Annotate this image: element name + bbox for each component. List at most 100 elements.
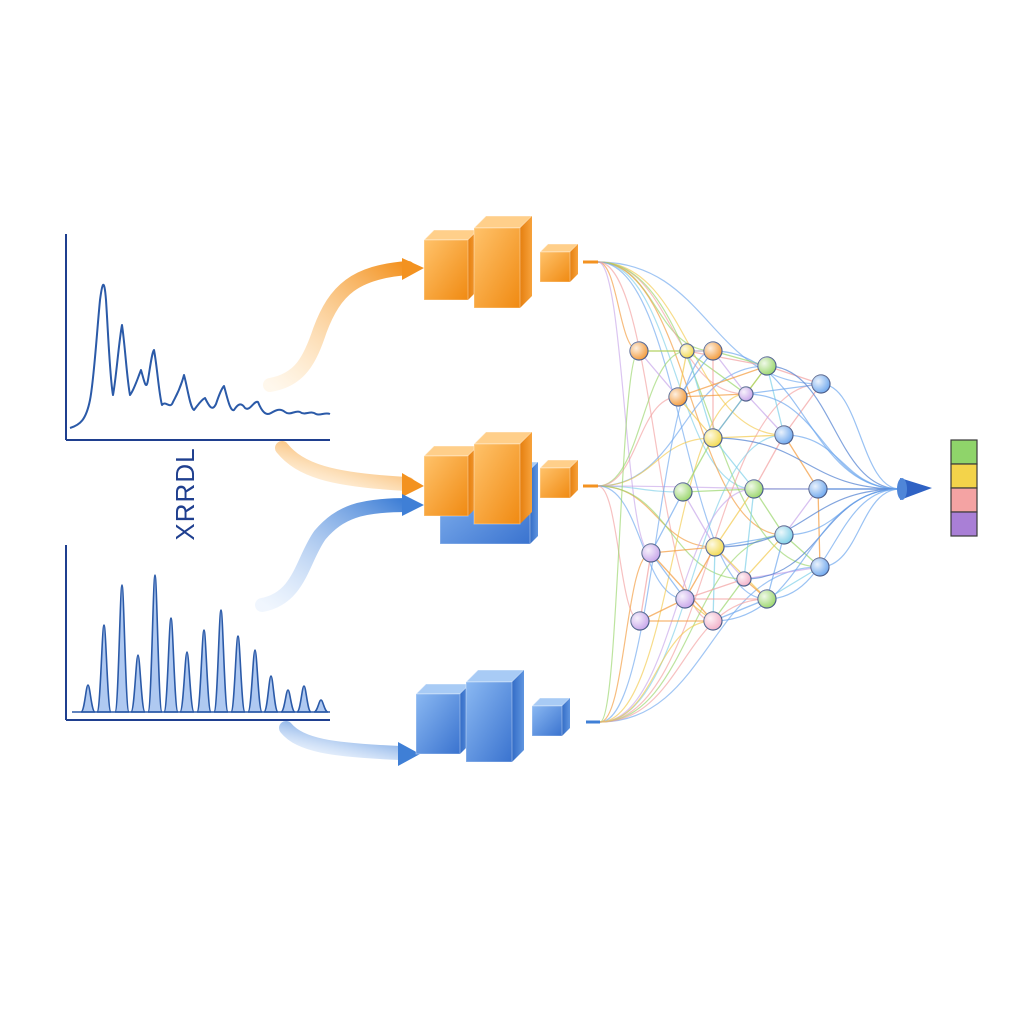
network-node-highlight	[745, 480, 763, 498]
network-edge	[820, 383, 901, 490]
spectrum-peak	[313, 699, 329, 713]
network-node-highlight	[674, 483, 692, 501]
network-node-highlight	[809, 480, 827, 498]
encoder-middle-layer-1	[422, 445, 480, 517]
network-edge	[783, 434, 819, 490]
network-edge	[753, 434, 785, 490]
network-edge	[712, 488, 901, 622]
spectrum-peak	[230, 635, 246, 713]
network-edge	[682, 491, 716, 548]
network-edge	[783, 434, 901, 490]
spectrum-peak	[147, 574, 163, 713]
arrow-top-head	[402, 258, 424, 280]
network-edge	[597, 350, 688, 487]
network-node-highlight	[630, 342, 648, 360]
encoder-blocks	[414, 215, 600, 763]
spectrum-plot-bottom	[65, 545, 330, 721]
encoder-top-layer-3	[538, 243, 580, 283]
encoder-top-layer-2	[472, 215, 534, 309]
spectrum-peak	[247, 649, 263, 713]
block-front-face	[415, 693, 461, 755]
network-edge	[686, 350, 747, 395]
network-edge	[597, 261, 755, 490]
block-front-face	[531, 705, 563, 737]
output-arrow	[897, 478, 932, 500]
encoder-bottom-layer-1	[414, 683, 472, 755]
network-edge	[766, 365, 785, 436]
network-edge	[599, 488, 755, 723]
network-edge	[599, 393, 747, 723]
input-arrows	[255, 258, 424, 766]
output-arrow-tail	[897, 478, 907, 500]
network-node-highlight	[739, 387, 753, 401]
block-front-face	[539, 251, 571, 283]
network-node-highlight	[704, 342, 722, 360]
arrow-middle-head	[402, 473, 424, 497]
block-front-face	[473, 227, 521, 309]
network-edge	[714, 488, 755, 548]
block-front-face	[423, 455, 469, 517]
network-node-highlight	[680, 344, 694, 358]
spectrum-peak	[263, 675, 279, 713]
network-node-highlight	[811, 558, 829, 576]
network-edge	[684, 546, 716, 600]
network-node-highlight	[812, 375, 830, 393]
spectrum-peak	[130, 654, 146, 713]
network-edge	[650, 491, 684, 554]
network-edge	[712, 546, 716, 622]
network-node-highlight	[737, 572, 751, 586]
network-edge	[686, 350, 768, 367]
network-node-highlight	[669, 388, 687, 406]
network-edge	[819, 488, 901, 568]
network-edge	[712, 437, 901, 490]
rotated-label: XRRDL	[170, 447, 200, 540]
network-node-highlight	[676, 590, 694, 608]
spectrum-peak	[280, 689, 296, 713]
spectrum-peaks-bottom	[72, 574, 330, 713]
network-edge	[743, 566, 821, 580]
network-edge	[677, 393, 747, 398]
network-edge	[682, 437, 714, 493]
network-edge	[638, 350, 679, 398]
spectrum-peak	[96, 624, 112, 713]
network-edge	[766, 365, 901, 490]
network-node-highlight	[642, 544, 660, 562]
encoder-middle-layer-3	[538, 459, 580, 499]
network-node-highlight	[706, 538, 724, 556]
network-edge	[743, 488, 755, 580]
network-edge	[766, 488, 901, 600]
network-edge	[597, 261, 652, 554]
network-edge	[783, 383, 822, 436]
network-edge	[599, 534, 785, 723]
network-edge	[712, 598, 768, 622]
block-side-face	[520, 432, 532, 524]
output-cell-4	[950, 511, 978, 537]
block-front-face	[423, 239, 469, 301]
network-node-highlight	[758, 357, 776, 375]
network-edge	[677, 350, 714, 398]
network-edge	[686, 350, 714, 439]
arrow-blue-curve	[255, 498, 415, 612]
output-class-vector	[950, 439, 978, 537]
network-edge	[650, 546, 716, 554]
block-side-face	[520, 216, 532, 308]
arrow-bottom-curve	[279, 721, 407, 760]
network-edge	[599, 552, 652, 723]
network-edge	[743, 534, 785, 580]
block-front-face	[539, 467, 571, 499]
network-edge	[597, 261, 822, 385]
network-edge	[597, 261, 821, 568]
network-edge	[599, 350, 640, 723]
network-edge	[597, 261, 747, 395]
encoder-middle-layer-2	[472, 431, 534, 525]
spectrum-plot-top	[65, 234, 331, 441]
network-node-highlight	[775, 526, 793, 544]
spectrum-peak	[196, 629, 212, 713]
network-edge	[597, 261, 640, 352]
spectrum-trace-top	[69, 284, 331, 429]
output-arrow-head	[900, 478, 932, 500]
block-side-face	[512, 670, 524, 762]
network-edge	[650, 552, 714, 622]
network-edge	[599, 566, 821, 723]
